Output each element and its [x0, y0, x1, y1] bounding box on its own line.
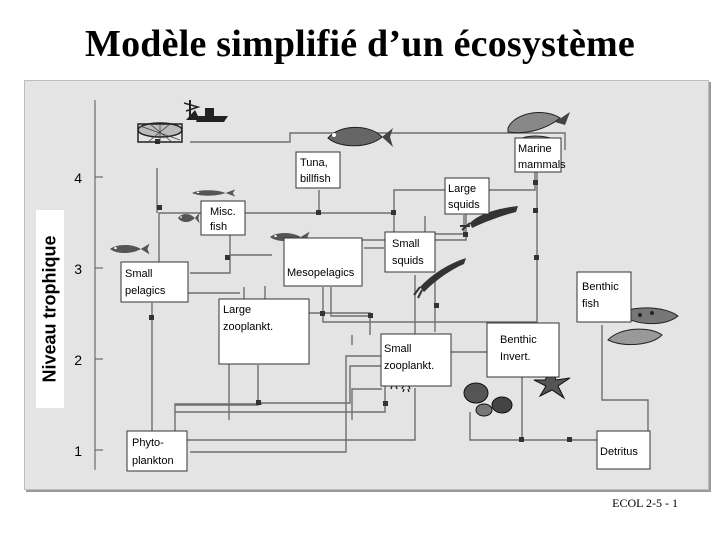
- node-small-zooplankton: Small zooplankt.: [380, 333, 452, 387]
- node-label-line: Misc.: [210, 206, 236, 218]
- node-label-line: Small: [392, 238, 420, 250]
- node-benthic-fish: Benthic fish: [576, 271, 632, 323]
- node-label-line: squids: [392, 255, 424, 267]
- small-squid-picture: [413, 258, 466, 299]
- tick-1: 1: [74, 443, 82, 459]
- node-label-line: billfish: [300, 173, 331, 185]
- node-detritus: Detritus: [596, 430, 651, 470]
- node-label-line: zooplankt.: [384, 360, 434, 372]
- slide-footer: ECOL 2-5 - 1: [612, 496, 678, 510]
- small-pelagic-picture: [110, 243, 150, 255]
- node-label-line: mammals: [518, 159, 566, 171]
- node-small-squids: Small squids: [384, 231, 436, 273]
- node-label-line: fish: [210, 221, 227, 233]
- trophic-axis: [94, 100, 103, 470]
- node-benthic-invert: Benthic Invert.: [486, 322, 560, 378]
- node-label-line: zooplankt.: [223, 321, 273, 333]
- node-label-line: Small: [384, 343, 412, 355]
- benthic-invert-picture: [463, 366, 571, 417]
- y-axis-label-box: [36, 210, 64, 408]
- tick-4: 4: [74, 170, 82, 186]
- node-phytoplankton: Phyto- plankton: [126, 430, 188, 472]
- node-label-line: pelagics: [125, 285, 166, 297]
- node-label-line: fish: [582, 298, 599, 310]
- boat-fishing-picture: [137, 100, 228, 143]
- node-misc-fish: Misc. fish: [200, 200, 246, 236]
- trophic-links: [151, 132, 649, 453]
- node-label-line: Invert.: [500, 351, 531, 363]
- tick-3: 3: [74, 261, 82, 277]
- node-label-line: Phyto-: [132, 437, 164, 449]
- tuna-picture: [327, 126, 393, 147]
- benthic-fish-picture: [607, 307, 679, 346]
- node-tuna-billfish: Tuna, billfish: [295, 151, 341, 189]
- node-label-line: plankton: [132, 455, 174, 467]
- slide-title: Modèle simplifié d’un écosystème: [85, 23, 635, 65]
- node-mesopelagics: Mesopelagics: [283, 237, 363, 287]
- node-label-line: Tuna,: [300, 157, 328, 169]
- node-large-zooplankton: Large zooplankt.: [218, 298, 310, 365]
- node-label-line: squids: [448, 199, 480, 211]
- node-label-line: Benthic: [500, 334, 537, 346]
- y-axis-label: Niveau trophique: [39, 235, 60, 383]
- node-small-pelagics: Small pelagics: [120, 261, 189, 303]
- node-large-squids: Large squids: [444, 177, 490, 215]
- node-label-line: Small: [125, 268, 153, 280]
- node-label-line: Benthic: [582, 281, 619, 293]
- large-squid-picture: [460, 206, 518, 231]
- link-junctions: [149, 139, 572, 442]
- node-label-line: Large: [223, 304, 251, 316]
- tick-2: 2: [74, 352, 82, 368]
- node-label-line: Large: [448, 183, 476, 195]
- node-marine-mammals: Marine mammals: [514, 137, 566, 173]
- node-label-line: Mesopelagics: [287, 267, 355, 279]
- node-label-line: Detritus: [600, 446, 638, 458]
- node-label-line: Marine: [518, 143, 552, 155]
